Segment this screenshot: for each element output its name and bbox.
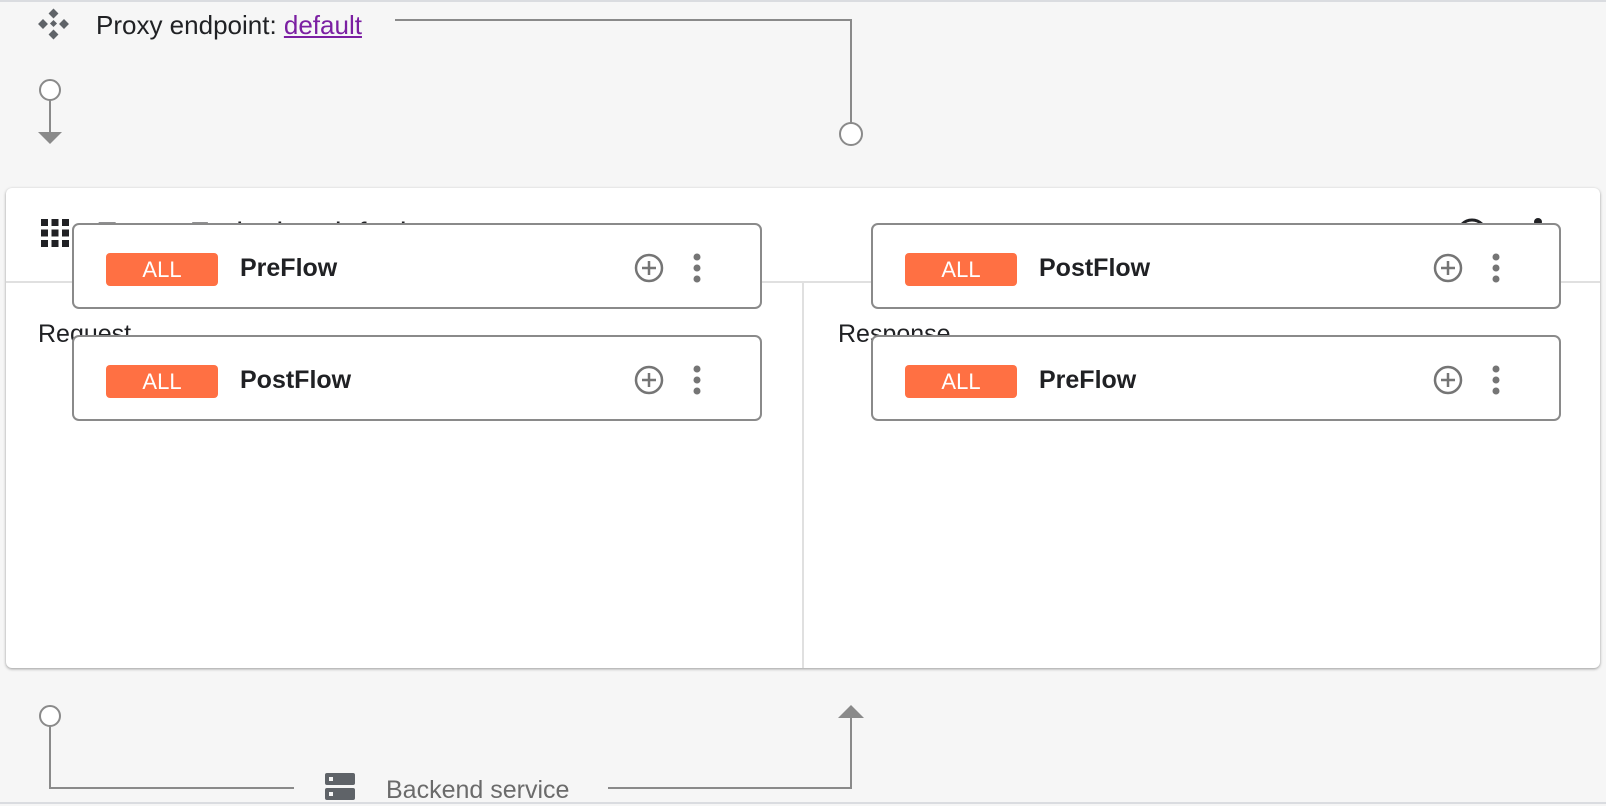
flow-name: PostFlow — [240, 366, 352, 394]
bottom-border — [0, 802, 1606, 804]
request-start-node — [39, 79, 61, 101]
backend-response-arrow — [838, 705, 864, 718]
server-icon — [325, 773, 355, 800]
backend-request-node — [39, 705, 61, 727]
more-vert-icon[interactable] — [1479, 363, 1513, 397]
flow-name: PreFlow — [1039, 366, 1137, 394]
backend-response-line — [608, 718, 852, 789]
backend-service-label: Backend service — [386, 776, 570, 804]
more-vert-icon[interactable] — [1479, 251, 1513, 285]
top-border — [0, 0, 1606, 2]
condition-badge: ALL — [106, 365, 218, 398]
response-exit-node — [839, 122, 863, 146]
more-vert-icon[interactable] — [680, 363, 714, 397]
proxy-endpoint-link[interactable]: default — [283, 10, 362, 40]
proxy-endpoint-prefix: Proxy endpoint: — [96, 10, 284, 40]
add-circle-icon[interactable] — [1431, 251, 1465, 285]
response-exit-line — [395, 19, 852, 123]
flow-name: PreFlow — [240, 254, 338, 282]
request-entry-arrow — [38, 132, 62, 144]
request-flow-row-preflow[interactable]: ALL PreFlow — [72, 223, 762, 309]
proxy-endpoint-label: Proxy endpoint: default — [96, 8, 362, 42]
flow-name: PostFlow — [1039, 254, 1151, 282]
condition-badge: ALL — [106, 253, 218, 286]
backend-request-line — [49, 726, 294, 789]
section-divider — [802, 283, 804, 668]
more-vert-icon[interactable] — [680, 251, 714, 285]
response-flow-row-preflow[interactable]: ALL PreFlow — [871, 335, 1561, 421]
condition-badge: ALL — [905, 253, 1017, 286]
add-circle-icon[interactable] — [1431, 363, 1465, 397]
response-flow-row-postflow[interactable]: ALL PostFlow — [871, 223, 1561, 309]
move-diamond-icon — [38, 8, 69, 40]
condition-badge: ALL — [905, 365, 1017, 398]
add-circle-icon[interactable] — [632, 363, 666, 397]
grid-icon — [41, 219, 69, 247]
request-flow-row-postflow[interactable]: ALL PostFlow — [72, 335, 762, 421]
add-circle-icon[interactable] — [632, 251, 666, 285]
